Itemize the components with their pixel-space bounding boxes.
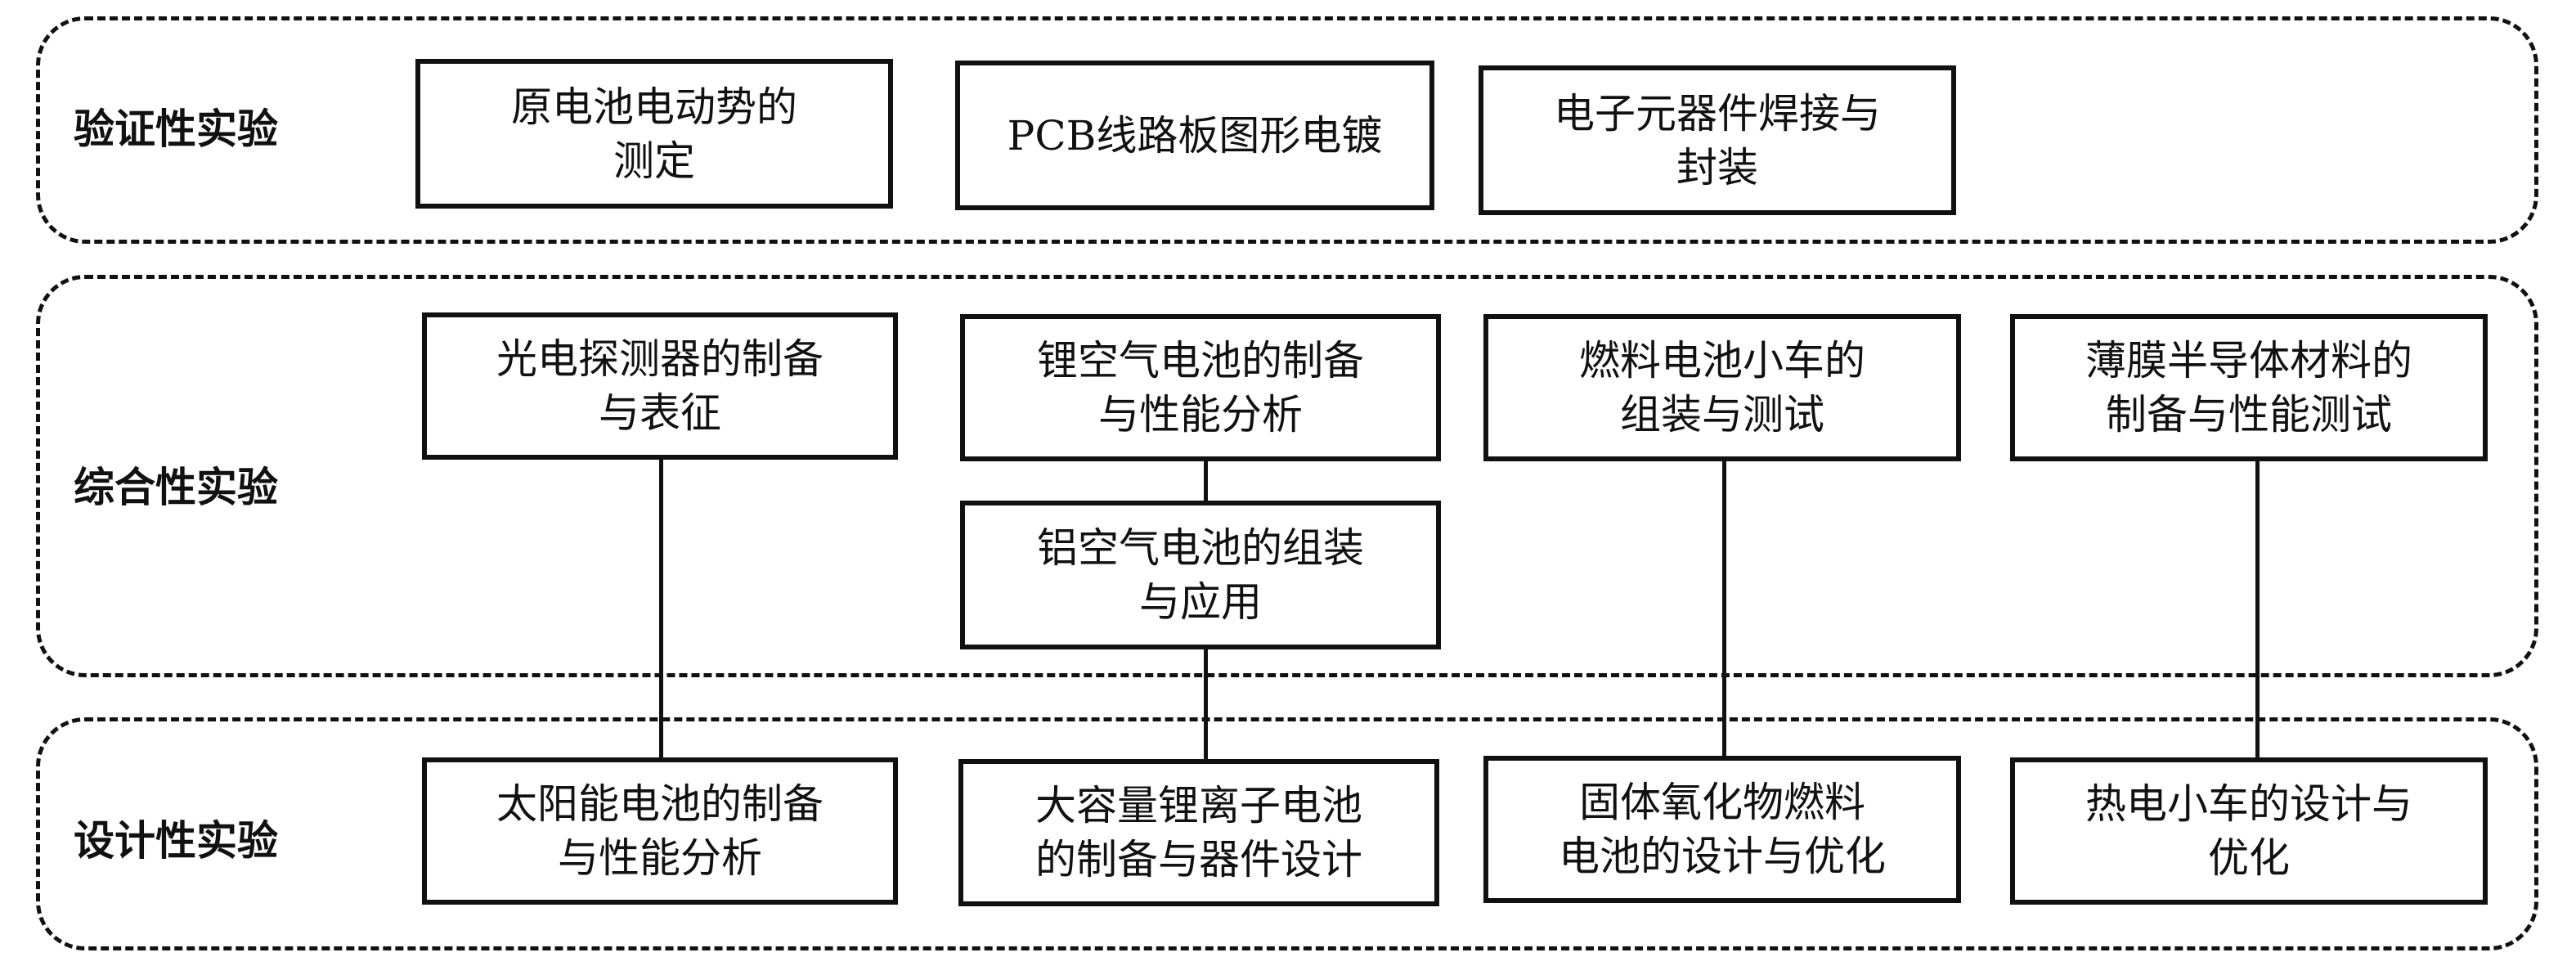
comprehensive-experiments-group xyxy=(36,275,2538,677)
group-label-design: 设计性实验 xyxy=(74,817,278,865)
connector-thinfilm-to-thermocar xyxy=(2255,448,2260,761)
experiment-box-sofc: 固体氧化物燃料 电池的设计与优化 xyxy=(1483,756,1961,903)
experiment-box-photodetector: 光电探测器的制备 与表征 xyxy=(422,312,898,460)
experiment-box-pcb-electroplating: PCB线路板图形电镀 xyxy=(955,61,1434,210)
group-label-verification: 验证性实验 xyxy=(74,106,278,153)
connector-photodetector-to-solarcell xyxy=(659,455,663,761)
experiment-box-component-soldering: 电子元器件焊接与 封装 xyxy=(1479,65,1956,215)
experiment-box-thermoelectric-car: 热电小车的设计与 优化 xyxy=(2010,757,2488,905)
connector-fuelcar-to-sofc xyxy=(1722,448,1726,761)
experiment-box-al-air-battery: 铝空气电池的组装 与应用 xyxy=(960,501,1441,649)
experiment-box-primary-cell-emf: 原电池电动势的 测定 xyxy=(415,59,893,209)
experiment-box-li-air-battery: 锂空气电池的制备 与性能分析 xyxy=(960,314,1441,461)
experiment-box-solar-cell: 太阳能电池的制备 与性能分析 xyxy=(422,757,898,905)
experiment-box-fuel-cell-car: 燃料电池小车的 组装与测试 xyxy=(1483,314,1961,461)
connector-alair-to-liion xyxy=(1204,646,1208,761)
experiment-box-thin-film-semiconductor: 薄膜半导体材料的 制备与性能测试 xyxy=(2010,314,2488,461)
design-experiments-group xyxy=(36,717,2538,950)
verification-experiments-group xyxy=(36,16,2538,244)
experiment-box-li-ion-battery: 大容量锂离子电池 的制备与器件设计 xyxy=(958,759,1439,906)
group-label-comprehensive: 综合性实验 xyxy=(74,464,278,511)
connector-liair-to-alair xyxy=(1204,456,1208,504)
